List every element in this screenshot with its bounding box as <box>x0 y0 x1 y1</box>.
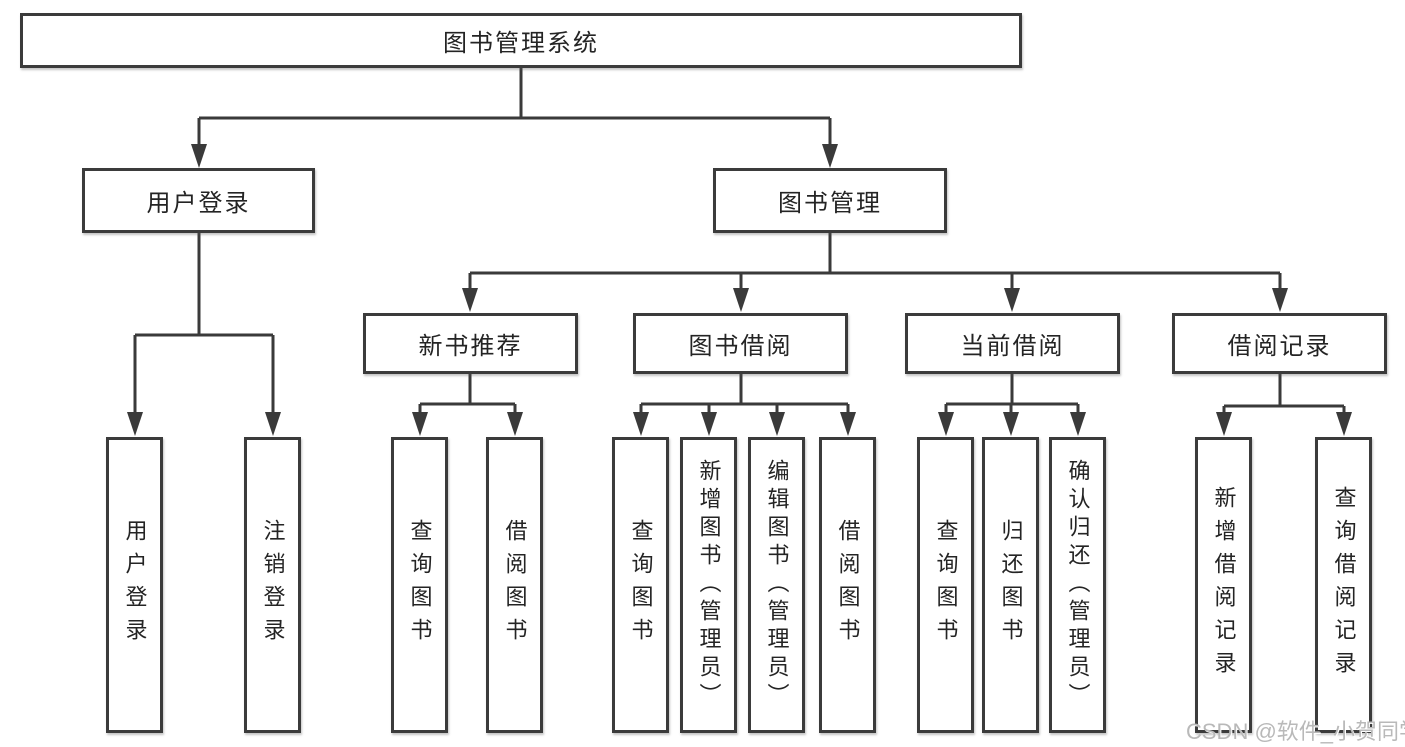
leaf-logout: 注销登录 <box>244 437 301 733</box>
leaf-query-books-recommend: 查询图书 <box>391 437 448 733</box>
node-book-borrowing: 图书借阅 <box>633 313 848 374</box>
leaf-query-books-current: 查询图书 <box>917 437 974 733</box>
leaf-confirm-return-admin-label: 确认归还（管理员） <box>1065 459 1091 711</box>
leaf-return-books-label: 归还图书 <box>998 519 1024 651</box>
leaf-query-books-current-label: 查询图书 <box>933 519 959 651</box>
leaf-borrow-books-borrowing-label: 借阅图书 <box>835 519 861 651</box>
leaf-borrow-books-recommend-label: 借阅图书 <box>502 519 528 651</box>
leaf-query-books-recommend-label: 查询图书 <box>407 519 433 651</box>
leaf-edit-books-admin: 编辑图书（管理员） <box>748 437 805 733</box>
leaf-add-books-admin: 新增图书（管理员） <box>680 437 737 733</box>
node-borrowing-records: 借阅记录 <box>1172 313 1387 374</box>
leaf-edit-books-admin-label: 编辑图书（管理员） <box>764 459 790 711</box>
leaf-add-borrow-record-label: 新增借阅记录 <box>1211 486 1237 684</box>
leaf-query-borrow-record-label: 查询借阅记录 <box>1331 486 1357 684</box>
leaf-user-login: 用户登录 <box>106 437 163 733</box>
node-user-login: 用户登录 <box>82 168 315 233</box>
csdn-watermark: CSDN @软件_小贺同学 <box>1186 719 1405 744</box>
leaf-borrow-books-recommend: 借阅图书 <box>486 437 543 733</box>
leaf-user-login-label: 用户登录 <box>122 519 148 651</box>
node-library-management-system: 图书管理系统 <box>20 13 1022 68</box>
leaf-logout-label: 注销登录 <box>260 519 286 651</box>
leaf-query-books-borrowing-label: 查询图书 <box>628 519 654 651</box>
leaf-query-books-borrowing: 查询图书 <box>612 437 669 733</box>
leaf-borrow-books-borrowing: 借阅图书 <box>819 437 876 733</box>
leaf-add-books-admin-label: 新增图书（管理员） <box>696 459 722 711</box>
leaf-return-books: 归还图书 <box>982 437 1039 733</box>
leaf-confirm-return-admin: 确认归还（管理员） <box>1049 437 1106 733</box>
node-new-book-recommendation: 新书推荐 <box>363 313 578 374</box>
leaf-query-borrow-record: 查询借阅记录 <box>1315 437 1372 733</box>
node-current-borrowing: 当前借阅 <box>905 313 1120 374</box>
node-book-management: 图书管理 <box>713 168 947 233</box>
leaf-add-borrow-record: 新增借阅记录 <box>1195 437 1252 733</box>
